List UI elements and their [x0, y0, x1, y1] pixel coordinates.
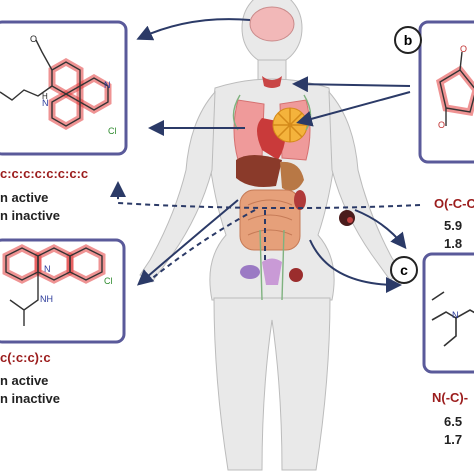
atom-label: N [44, 264, 51, 274]
arrow-b-to-thyroid [292, 76, 411, 93]
atom-label: H [42, 92, 48, 101]
stat-2-top-right: 1.8 [444, 236, 463, 251]
stat-1-bottom-right: 6.5 [444, 414, 463, 429]
atom-label: O [30, 34, 38, 44]
stat-inactive-top-left: n inactive [0, 208, 60, 223]
arrow-brain-to-panel [136, 18, 251, 41]
molecule-panel-bottom-right [422, 252, 474, 374]
smarts-bottom-right: N(-C)- [432, 390, 469, 405]
smarts-top-left: c:c:c:c:c:c:c:c [0, 166, 89, 181]
molecule-panel-top-right [418, 20, 474, 164]
liver [236, 155, 282, 187]
atom-label: O [460, 44, 468, 54]
molecule-panel-top-left [0, 20, 128, 156]
brain [249, 6, 295, 42]
atom-label: Cl [108, 126, 117, 136]
stat-active-bottom-left: n active [0, 373, 49, 388]
atom-label: N [104, 80, 111, 90]
atom-label: N [42, 98, 49, 108]
arrow-liver-to-panel [136, 199, 239, 286]
arrow-lesion-to-c [354, 209, 407, 250]
skin-lesion [339, 210, 355, 226]
stat-1-top-right: 5.9 [444, 218, 463, 233]
smarts-top-right: O(-C-C [434, 196, 474, 211]
molecule-panel-bottom-left [0, 238, 126, 344]
arrow-b-to-orange [296, 91, 411, 127]
atom-label: Cl [104, 276, 113, 286]
dashed-arrow-down-left [149, 209, 256, 281]
stat-inactive-bottom-left: n inactive [0, 391, 60, 406]
atom-label: N [452, 310, 459, 320]
uterus [262, 258, 282, 285]
stat-active-top-left: n active [0, 190, 49, 205]
kidney [294, 190, 306, 210]
atom-label: O [438, 120, 446, 130]
ovary [289, 268, 303, 282]
smarts-bottom-left: c(:c:c):c [0, 350, 51, 365]
stat-2-bottom-right: 1.7 [444, 432, 463, 447]
panel-letter-c: c [390, 256, 418, 284]
panel-letter-b: b [394, 26, 422, 54]
intestines [239, 189, 301, 251]
pelvic-organ-purple [240, 265, 260, 279]
thyroid [262, 76, 282, 88]
stomach [280, 161, 304, 191]
arrow-pelvis-to-c [309, 239, 402, 293]
atom-label: NH [40, 294, 53, 304]
